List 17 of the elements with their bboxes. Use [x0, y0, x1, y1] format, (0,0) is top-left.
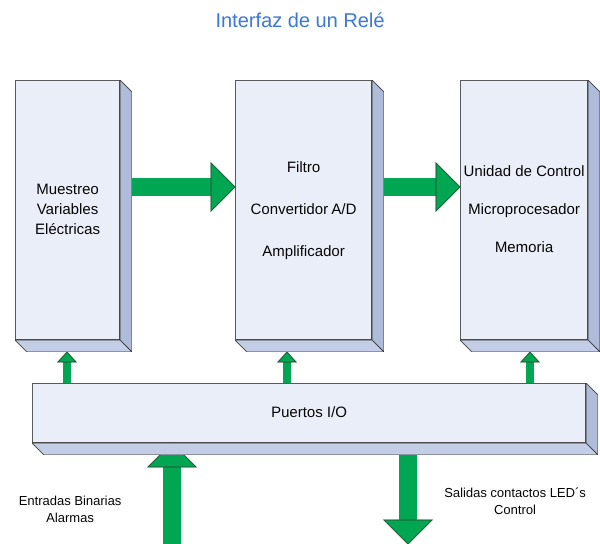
- node-text: Filtro: [286, 158, 320, 178]
- arrow: [384, 455, 432, 544]
- node-text: Muestreo Variables Eléctricas: [34, 180, 102, 240]
- io-label: Entradas Binarias Alarmas: [18, 493, 122, 527]
- arrow: [132, 162, 236, 212]
- node-text: Amplificador: [262, 242, 345, 262]
- node-text: Puertos I/O: [271, 402, 347, 423]
- arrow: [58, 352, 76, 383]
- node-text: Microprocesador: [468, 200, 580, 220]
- node-text: Memoria: [494, 238, 554, 258]
- arrow: [520, 352, 540, 383]
- io-label: Salidas contactos LED´s Control: [443, 485, 587, 519]
- node-text: Unidad de Control: [464, 162, 584, 182]
- node-text: Convertidor A/D: [250, 200, 356, 220]
- arrow: [384, 162, 460, 212]
- arrow: [278, 352, 296, 383]
- diagram-title: Interfaz de un Relé: [214, 10, 386, 33]
